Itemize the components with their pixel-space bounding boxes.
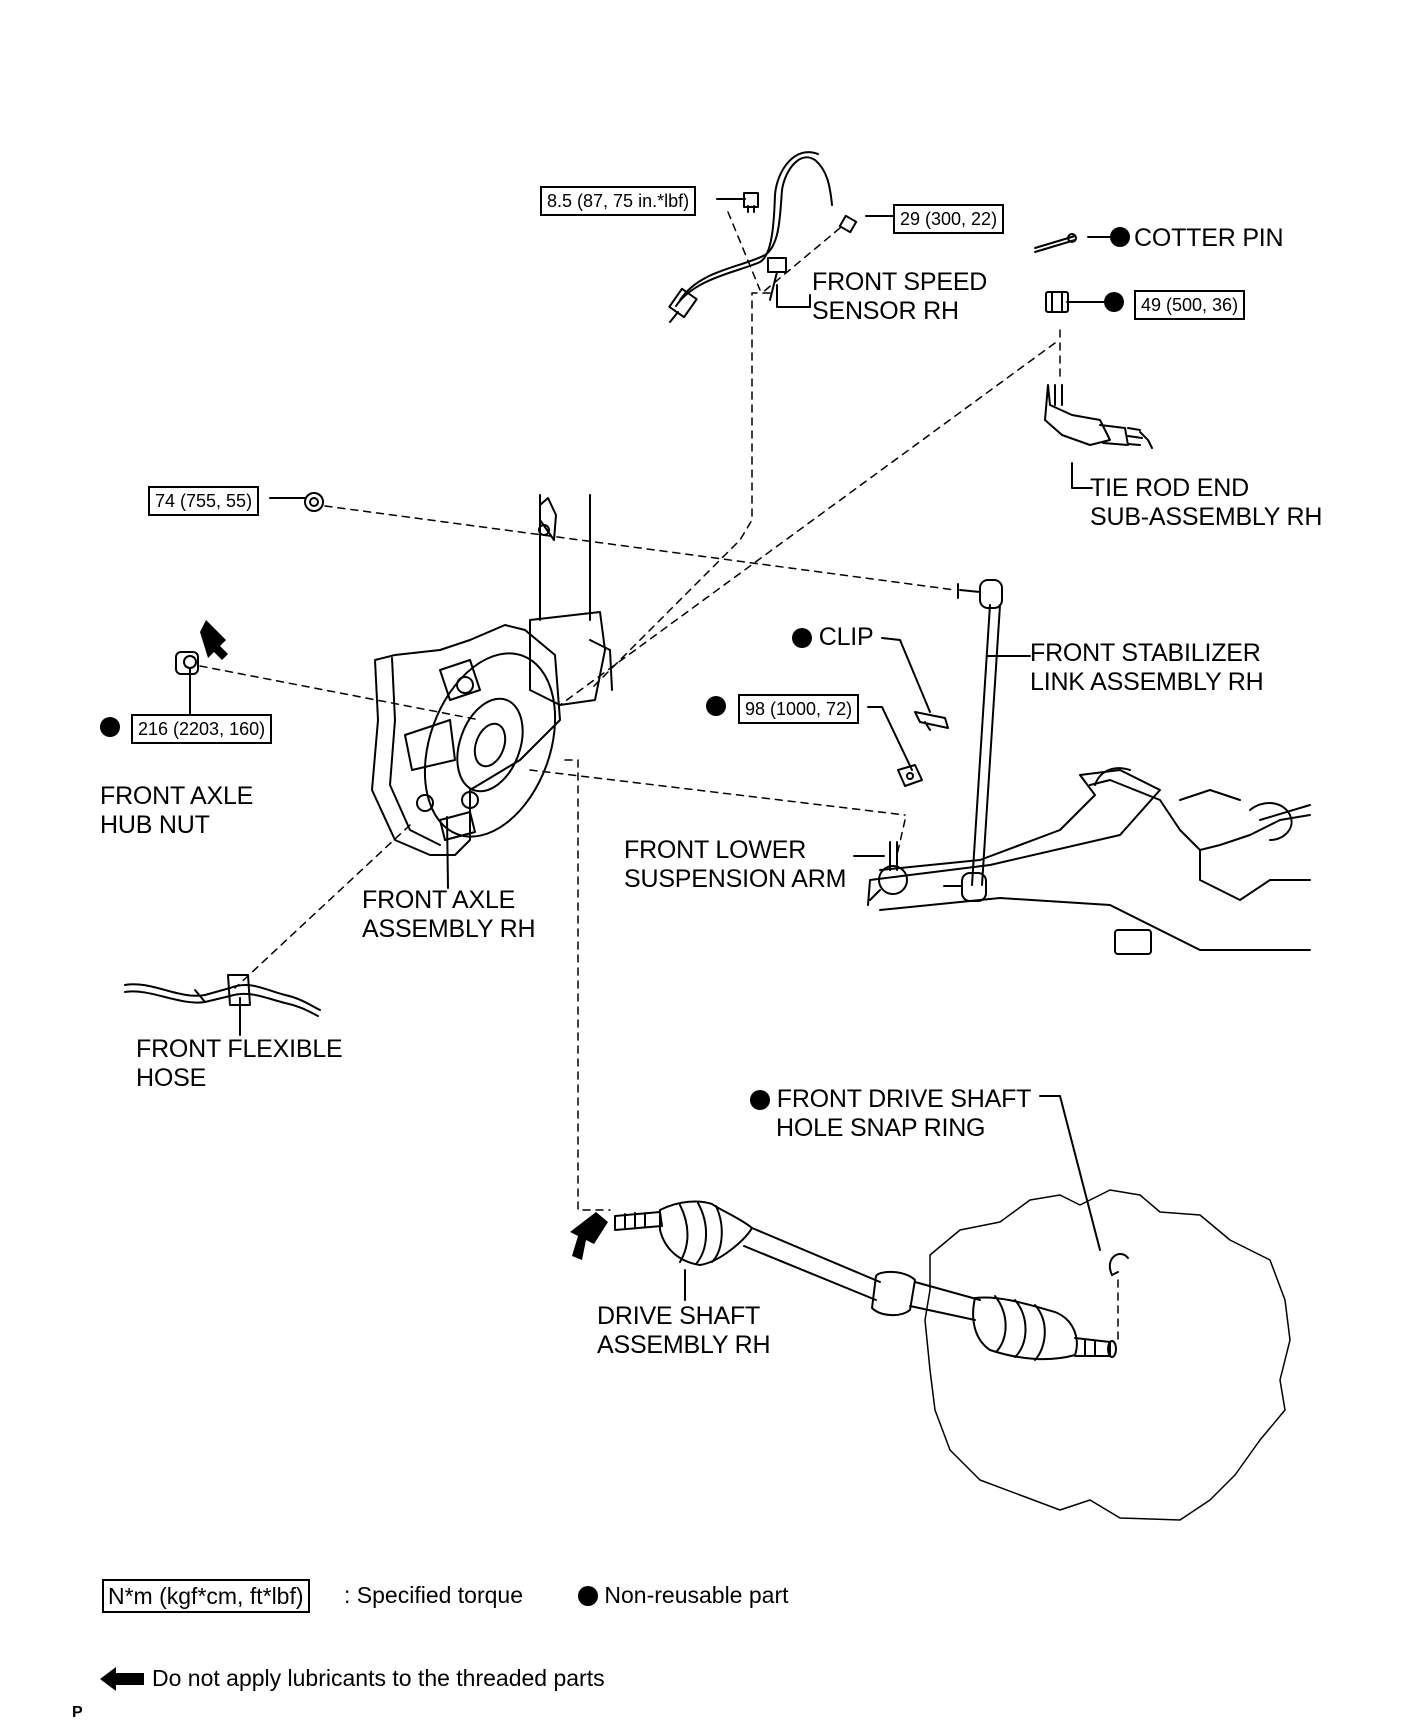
legend-torque-text: : Specified torque [344, 1582, 524, 1608]
label-tie-rod-end-line1: TIE ROD END [1090, 474, 1249, 502]
front-axle-assembly-part [371, 624, 561, 856]
legend-arrow-icon [100, 1667, 144, 1691]
torque-hub-nut: 216 (2203, 160) [131, 714, 273, 744]
label-snap-ring-line1: FRONT DRIVE SHAFT [750, 1085, 1031, 1114]
non-reusable-dot-icon [750, 1090, 770, 1110]
label-flexible-hose-line1: FRONT FLEXIBLE [136, 1035, 343, 1063]
corner-mark: P [72, 1704, 83, 1721]
legend-non-reusable-text: Non-reusable part [604, 1582, 789, 1608]
torque-lower-arm-nut: 98 (1000, 72) [738, 694, 860, 724]
non-reusable-dot-icon [792, 628, 812, 648]
transaxle-outline [924, 1189, 1291, 1521]
label-stabilizer-link-line2: LINK ASSEMBLY RH [1030, 668, 1264, 696]
hub-nut-no-lube-arrow-icon [200, 620, 228, 660]
flexible-hose-part [124, 974, 321, 1017]
clip-part [914, 711, 949, 731]
label-cotter-pin: COTTER PIN [1134, 224, 1284, 252]
drive-shaft-part [614, 1200, 1117, 1361]
lower-arm-nut-part [897, 764, 923, 787]
label-snap-ring: FRONT DRIVE SHAFT HOLE SNAP RING [750, 1085, 1031, 1143]
label-stabilizer-link: FRONT STABILIZER LINK ASSEMBLY RH [1030, 639, 1264, 697]
torque-stabilizer-nut: 74 (755, 55) [148, 486, 260, 516]
no-lube-arrows [200, 620, 608, 1260]
non-reusable-dot-icon [1104, 292, 1124, 312]
snap-ring-part [1109, 1253, 1129, 1276]
non-reusable-dot-icon [706, 696, 726, 716]
label-speed-sensor: FRONT SPEED SENSOR RH [812, 268, 987, 326]
label-lower-arm-line2: SUSPENSION ARM [624, 865, 847, 893]
label-tie-rod-end: TIE ROD END SUB-ASSEMBLY RH [1090, 474, 1322, 532]
front-speed-sensor [668, 151, 858, 323]
label-lower-arm-line1: FRONT LOWER [624, 836, 807, 864]
label-flexible-hose: FRONT FLEXIBLE HOSE [136, 1035, 343, 1093]
label-speed-sensor-line2: SENSOR RH [812, 297, 959, 325]
label-lower-arm: FRONT LOWER SUSPENSION ARM [624, 836, 846, 894]
legend-no-lube: Do not apply lubricants to the threaded … [152, 1665, 605, 1691]
label-drive-shaft-line1: DRIVE SHAFT [597, 1302, 761, 1330]
drive-shaft-no-lube-arrow-icon [570, 1212, 608, 1260]
label-snap-ring-line2: HOLE SNAP RING [776, 1114, 986, 1142]
hub-nut-part [175, 651, 199, 675]
label-clip: CLIP [792, 623, 874, 652]
label-drive-shaft-line2: ASSEMBLY RH [597, 1331, 771, 1359]
label-hub-nut: FRONT AXLE HUB NUT [100, 782, 253, 840]
legend-non-reusable: Non-reusable part [578, 1581, 789, 1609]
label-flexible-hose-line2: HOSE [136, 1064, 207, 1092]
torque-speed-sensor-bolt: 8.5 (87, 75 in.*lbf) [540, 186, 697, 216]
torque-tie-rod-nut: 49 (500, 36) [1134, 290, 1246, 320]
non-reusable-dot-icon [1110, 227, 1130, 247]
tie-rod-nut-part [1045, 291, 1069, 313]
label-hub-nut-line2: HUB NUT [100, 811, 210, 839]
legend-torque-box: N*m (kgf*cm, ft*lbf) [102, 1579, 310, 1613]
label-speed-sensor-line1: FRONT SPEED [812, 268, 988, 296]
stabilizer-link-part [943, 579, 1003, 902]
label-axle-assembly-line1: FRONT AXLE [362, 886, 516, 914]
dashed-assembly-lines [199, 211, 1119, 1341]
stabilizer-nut-part [304, 492, 324, 512]
label-axle-assembly: FRONT AXLE ASSEMBLY RH [362, 886, 536, 944]
strut-part [529, 494, 613, 706]
tie-rod-end-part [1044, 384, 1153, 449]
non-reusable-dot-icon [578, 1586, 598, 1606]
lower-suspension-arm-part [867, 767, 1311, 955]
cotter-pin-part [1034, 233, 1077, 253]
leader-lines [189, 198, 1111, 1301]
non-reusable-dot-icon [100, 717, 120, 737]
label-tie-rod-end-line2: SUB-ASSEMBLY RH [1090, 503, 1323, 531]
label-drive-shaft: DRIVE SHAFT ASSEMBLY RH [597, 1302, 771, 1360]
torque-speed-sensor-clamp-bolt: 29 (300, 22) [893, 204, 1005, 234]
label-clip-text: CLIP [818, 623, 874, 651]
label-hub-nut-line1: FRONT AXLE [100, 782, 254, 810]
label-axle-assembly-line2: ASSEMBLY RH [362, 915, 536, 943]
label-stabilizer-link-line1: FRONT STABILIZER [1030, 639, 1261, 667]
